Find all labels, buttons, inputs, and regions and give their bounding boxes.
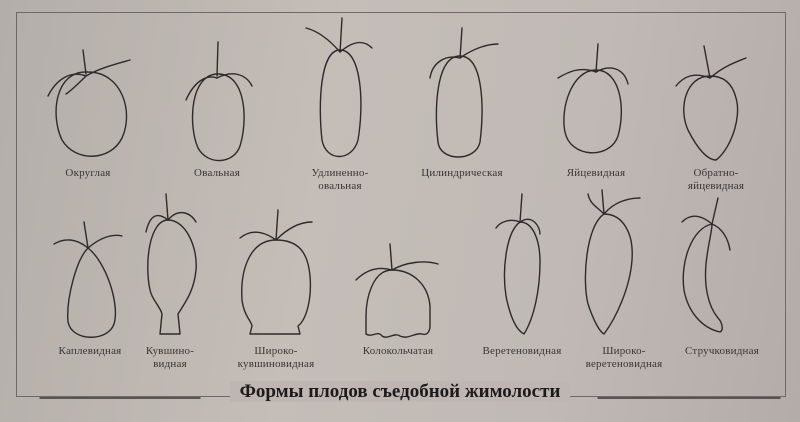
label-round: Округлая	[65, 167, 111, 179]
label-cylindrical: Цилиндрическая	[421, 167, 503, 179]
label-jug-shaped: Кувшино- видная	[145, 345, 195, 370]
fruit-elongated-oval	[305, 17, 373, 157]
label-obovate: Обратно- яйцевидная	[687, 167, 745, 192]
fruit-pod-shaped	[681, 197, 731, 333]
label-drop-shaped: Каплевидная	[58, 345, 122, 357]
label-wide-jug-shaped: Широко- кувшиновидная	[237, 345, 315, 370]
fruit-wide-jug-shaped	[239, 209, 313, 335]
label-oval: Овальная	[194, 167, 240, 179]
fruit-obovate	[675, 45, 747, 161]
fruit-oval	[185, 41, 253, 162]
fruit-spindle-shaped	[495, 193, 541, 335]
fruit-bell-shaped	[355, 243, 439, 338]
fruit-egg-shaped	[557, 43, 629, 154]
fruit-cylindrical	[429, 27, 499, 158]
fruit-jug-shaped	[145, 193, 197, 335]
fruit-drop-shaped	[53, 221, 123, 338]
fruit-wide-spindle-shaped	[584, 189, 641, 335]
figure-caption-text: Формы плодов съедобной жимолости	[229, 381, 571, 402]
label-elongated-oval: Удлиненно- овальная	[311, 167, 369, 192]
label-wide-spindle-shaped: Широко- веретеновидная	[585, 345, 663, 370]
label-bell-shaped: Колокольчатая	[362, 345, 434, 357]
fruit-round	[47, 49, 131, 157]
label-pod-shaped: Стручковидная	[685, 345, 759, 357]
figure-caption: Формы плодов съедобной жимолости	[0, 381, 800, 403]
label-spindle-shaped: Веретеновидная	[482, 345, 562, 357]
label-egg-shaped: Яйцевидная	[566, 167, 626, 179]
